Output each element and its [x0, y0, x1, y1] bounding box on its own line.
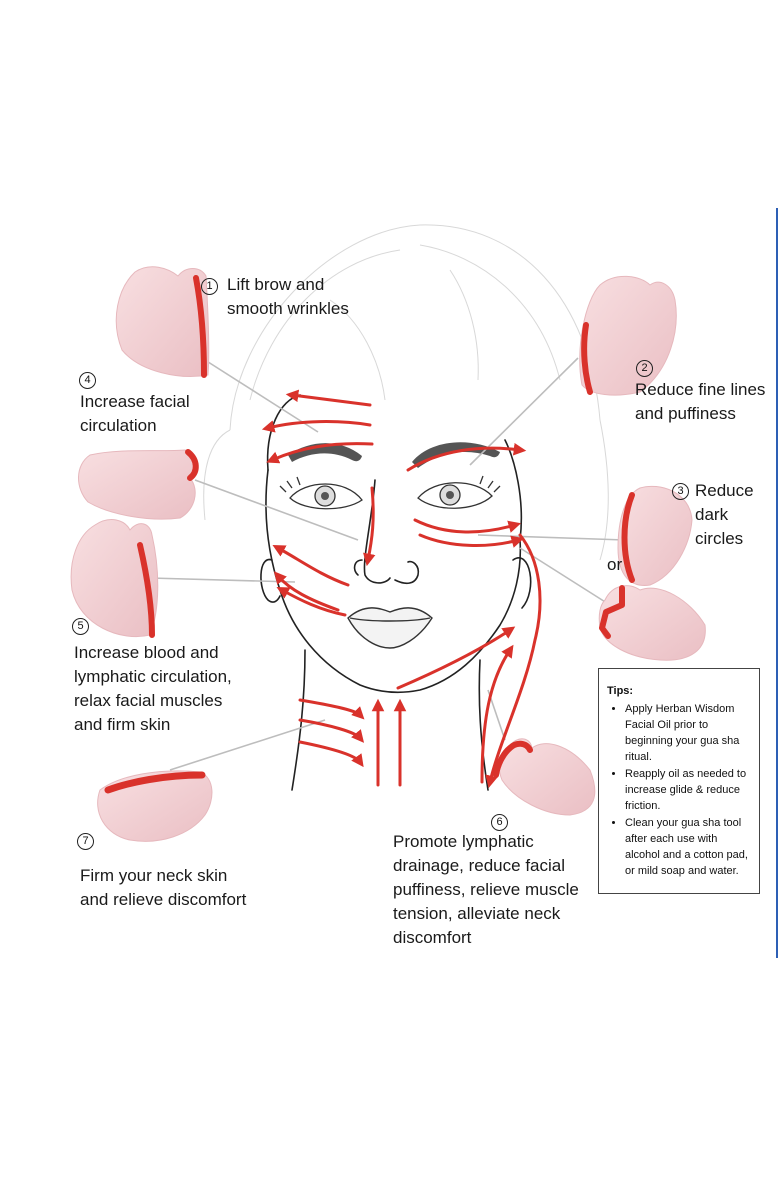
step-5-label: Increase blood and lymphatic circulation… [74, 641, 232, 737]
step-3-label: Reduce dark circles [695, 479, 754, 551]
step-1-label: Lift brow and smooth wrinkles [227, 273, 349, 321]
step-7-number: 7 [77, 833, 94, 850]
gua-sha-stone-5 [70, 519, 159, 638]
step-7-label: Firm your neck skin and relieve discomfo… [80, 864, 246, 912]
step-6-number: 6 [491, 814, 508, 831]
step-3-line: dark [695, 505, 729, 524]
step-5-line: Increase blood and [74, 643, 219, 662]
step-4-number: 4 [79, 372, 96, 389]
step-7-line: and relieve discomfort [80, 890, 247, 909]
lips [347, 607, 433, 649]
tip-item: Apply Herban Wisdom Facial Oil prior to … [625, 701, 753, 765]
gua-sha-stone-1 [115, 266, 210, 378]
tips-box: Tips: Apply Herban Wisdom Facial Oil pri… [598, 668, 760, 894]
tips-list: Apply Herban Wisdom Facial Oil prior to … [607, 701, 753, 879]
step-5-line: lymphatic circulation, [74, 667, 232, 686]
step-2-line: Reduce fine lines [635, 380, 766, 399]
step-2-number: 2 [636, 360, 653, 377]
step-6-line: discomfort [393, 928, 472, 947]
gua-sha-stone-3b [598, 585, 706, 661]
or-text: or [607, 555, 623, 574]
step-4-line: circulation [80, 416, 157, 435]
gua-sha-stone-6 [493, 738, 596, 816]
step-3-line: Reduce [695, 481, 754, 500]
step-5-line: relax facial muscles [74, 691, 223, 710]
step-4-label: Increase facial circulation [80, 390, 190, 438]
step-6-line: drainage, reduce facial [393, 856, 566, 875]
step-7-line: Firm your neck skin [80, 866, 228, 885]
step-1-number: 1 [201, 278, 218, 295]
step-1-line: smooth wrinkles [227, 299, 349, 318]
step-5-number: 5 [72, 618, 89, 635]
tip-item: Clean your gua sha tool after each use w… [625, 815, 753, 879]
tips-title: Tips: [607, 685, 634, 697]
step-6-label: Promote lymphatic drainage, reduce facia… [393, 830, 579, 950]
gua-sha-stone-3a [617, 485, 693, 586]
step-2-line: and puffiness [635, 404, 736, 423]
step-3-line: circles [695, 529, 744, 548]
massage-arrows [261, 389, 542, 789]
step-6-line: Promote lymphatic [393, 832, 534, 851]
page-edge-line [776, 208, 778, 958]
hair-sketch [203, 224, 609, 561]
step-2-label: Reduce fine lines and puffiness [635, 378, 765, 426]
step-6-line: tension, alleviate neck [393, 904, 561, 923]
step-4-line: Increase facial [80, 392, 190, 411]
step-1-line: Lift brow and [227, 275, 325, 294]
eyes [279, 475, 501, 510]
step-3-number: 3 [672, 483, 689, 500]
step-6-line: puffiness, relieve muscle [393, 880, 579, 899]
gua-sha-stone-4 [78, 449, 199, 520]
gua-sha-stone-7 [97, 770, 213, 842]
tip-item: Reapply oil as needed to increase glide … [625, 766, 753, 814]
step-5-line: and firm skin [74, 715, 171, 734]
